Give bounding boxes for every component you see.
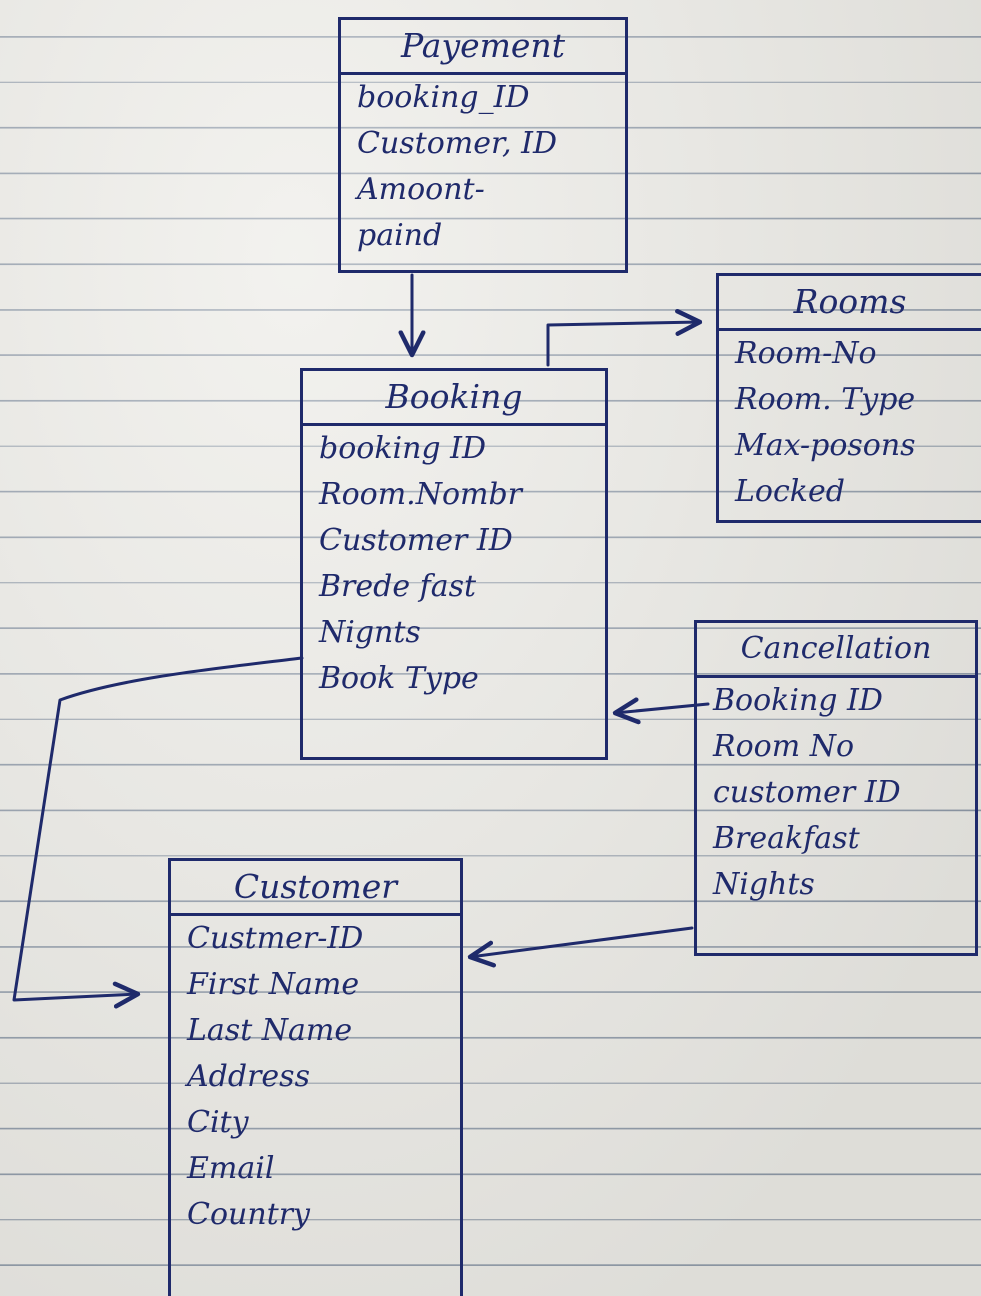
booking-attr: Brede fast bbox=[319, 569, 477, 604]
cancellation-attr: Breakfast bbox=[713, 821, 860, 856]
booking-attr: booking ID bbox=[319, 431, 487, 466]
cancellation-attr: Booking ID bbox=[713, 683, 883, 718]
booking-to-customer-arrow bbox=[12, 656, 304, 1009]
customer-attr: Country bbox=[187, 1197, 311, 1232]
booking-attr: Nignts bbox=[319, 615, 421, 650]
rooms-entity: Rooms Room-No Room. Type Max-posons Lock… bbox=[716, 273, 981, 523]
cancellation-entity: Cancellation Booking ID Room No customer… bbox=[694, 620, 978, 956]
customer-attr: City bbox=[187, 1105, 249, 1140]
rooms-attr: Room-No bbox=[735, 336, 877, 371]
customer-attr: Address bbox=[187, 1059, 310, 1094]
cancellation-attr: customer ID bbox=[713, 775, 901, 810]
cancellation-attr: Room No bbox=[713, 729, 855, 764]
booking-attr: Book Type bbox=[319, 661, 479, 696]
customer-attr: First Name bbox=[187, 967, 360, 1002]
rooms-attr: Max-posons bbox=[735, 428, 916, 463]
payement-attr: paind bbox=[357, 218, 443, 253]
payement-title: Payement bbox=[341, 20, 625, 75]
booking-entity: Booking booking ID Room.Nombr Customer I… bbox=[300, 368, 608, 760]
customer-entity: Customer Custmer-ID First Name Last Name… bbox=[168, 858, 463, 1296]
rooms-title: Rooms bbox=[719, 276, 981, 331]
cancellation-to-customer-arrow bbox=[467, 926, 694, 968]
rooms-attr: Room. Type bbox=[735, 382, 916, 417]
customer-title: Customer bbox=[171, 861, 460, 916]
booking-attr: Room.Nombr bbox=[319, 477, 522, 512]
customer-attr: Custmer-ID bbox=[187, 921, 364, 956]
customer-attr: Last Name bbox=[187, 1013, 353, 1048]
payement-attr: booking_ID bbox=[357, 80, 530, 115]
booking-to-rooms-arrow bbox=[546, 308, 703, 367]
cancellation-title: Cancellation bbox=[697, 623, 975, 678]
cancellation-attr: Nights bbox=[713, 867, 815, 902]
rooms-attr: Locked bbox=[735, 474, 845, 509]
payement-attr: Customer, ID bbox=[357, 126, 558, 161]
payement-attr: Amoont- bbox=[357, 172, 485, 207]
cancellation-to-booking-arrow bbox=[612, 697, 710, 725]
booking-attr: Customer ID bbox=[319, 523, 513, 558]
customer-attr: Email bbox=[187, 1151, 275, 1186]
booking-title: Booking bbox=[303, 371, 605, 426]
payement-entity: Payement booking_ID Customer, ID Amoont-… bbox=[338, 17, 628, 273]
